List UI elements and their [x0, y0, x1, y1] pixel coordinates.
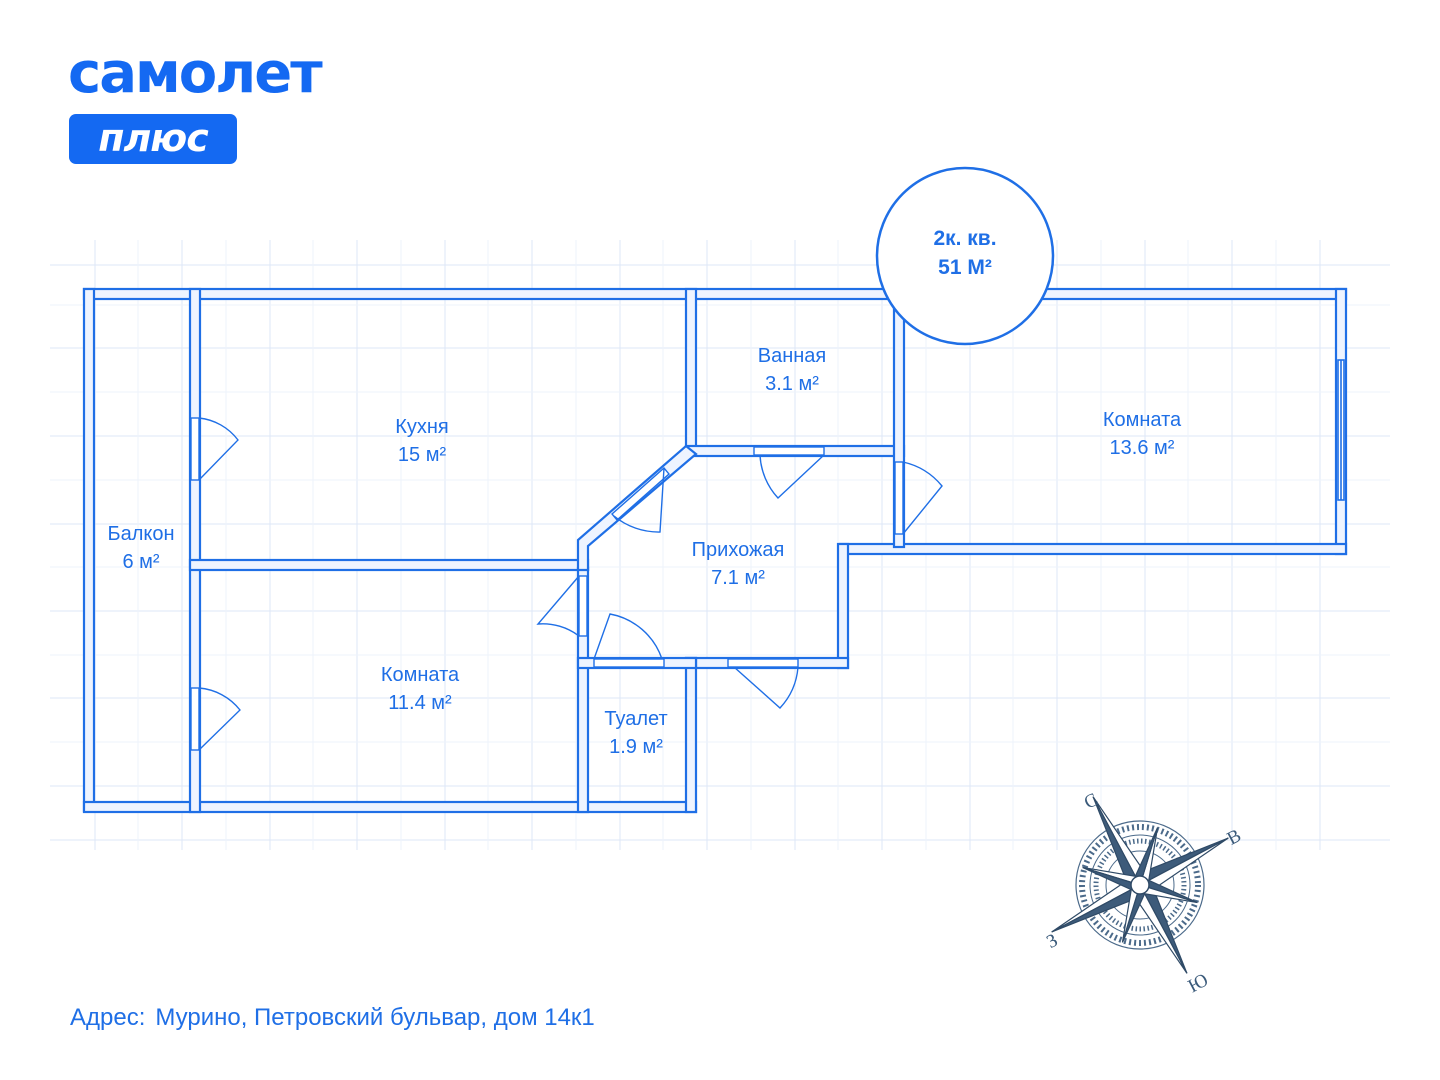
brand-logo-badge: плюс: [69, 114, 237, 164]
room-label-kitchen: Кухня: [395, 416, 449, 438]
windows: [1337, 359, 1345, 501]
outer-wall-top-left: [82, 287, 898, 301]
room-area-room-left: 11.4 м²: [388, 692, 452, 714]
balcony-wall: [188, 287, 202, 814]
room-label-balcony: Балкон: [107, 523, 174, 545]
room-area-bathroom: 3.1 м²: [765, 373, 819, 395]
outer-wall-bottom-left: [82, 800, 698, 814]
room-label-toilet: Туалет: [604, 708, 667, 730]
address-label: Адрес:: [70, 1004, 146, 1031]
room-area-balcony: 6 м²: [122, 551, 159, 573]
room-area-room-right: 13.6 м²: [1110, 437, 1175, 459]
kitchen-room-wall: [188, 558, 590, 572]
summary-rooms: 2к. кв.: [933, 227, 996, 250]
outer-wall-right-bottom: [838, 542, 1348, 556]
room-label-bathroom: Ванная: [758, 345, 827, 367]
brand-logo-text: самолет: [68, 41, 323, 106]
door-openings: [190, 417, 904, 751]
kitchen-bath-wall: [684, 287, 698, 449]
room-label-hallway: Прихожая: [692, 539, 785, 561]
compass-south: Ю: [1185, 970, 1212, 998]
hall-angled-wall: [576, 444, 698, 572]
address-value: Мурино, Петровский бульвар, дом 14к1: [155, 1004, 595, 1031]
compass-west: З: [1043, 930, 1061, 953]
summary-area: 51 М²: [938, 256, 992, 279]
room-area-toilet: 1.9 м²: [609, 736, 663, 758]
door-swings: [198, 417, 943, 751]
compass-rose: С В Ю З: [1043, 789, 1245, 998]
outer-wall-left: [82, 287, 96, 813]
room-label-room-left: Комната: [381, 664, 460, 686]
room-area-hallway: 7.1 м²: [711, 567, 765, 589]
hall-wall-right: [836, 542, 850, 670]
compass-east: В: [1224, 825, 1245, 849]
room-area-kitchen: 15 м²: [398, 444, 447, 466]
summary-badge: 2к. кв. 51 М²: [875, 166, 1055, 346]
toilet-wall-right: [684, 656, 698, 814]
brand-badge-text: плюс: [98, 116, 209, 160]
address-line: Адрес: Мурино, Петровский бульвар, дом 14…: [70, 1004, 595, 1032]
room-labels: Балкон 6 м² Кухня 15 м² Ванная 3.1 м² Ко…: [107, 345, 1182, 758]
room-label-room-right: Комната: [1103, 409, 1182, 431]
